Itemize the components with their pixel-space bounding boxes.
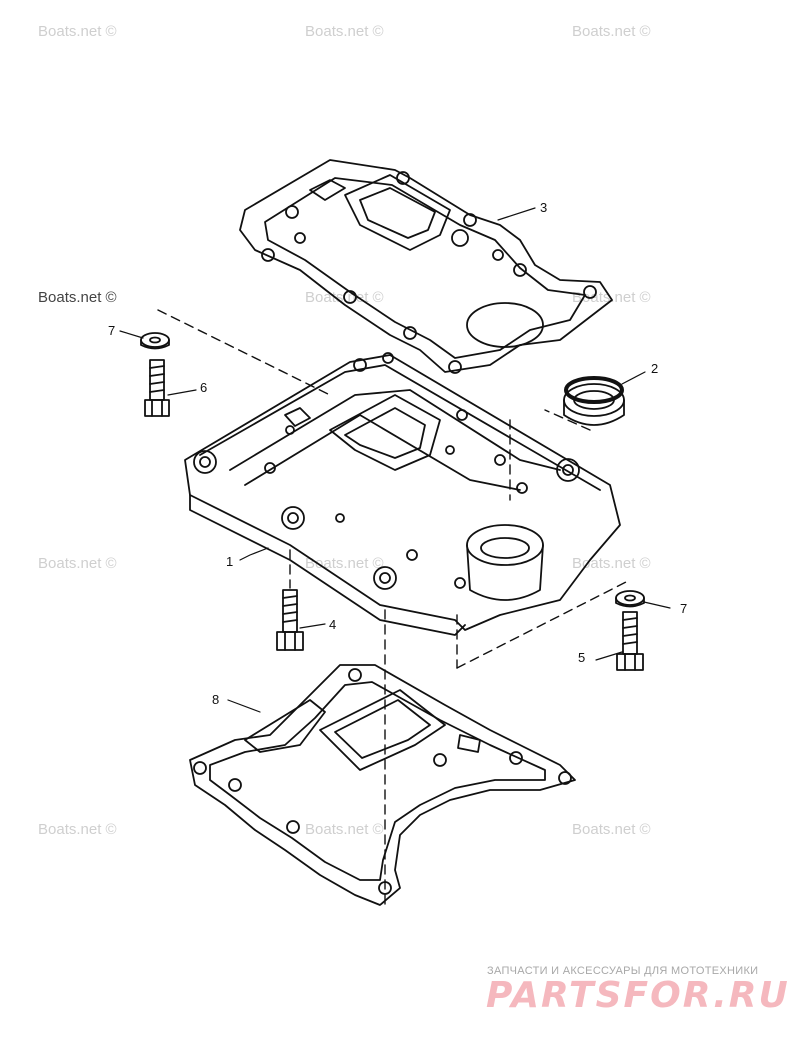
callout-7-right: 7 (680, 601, 687, 616)
watermark-layer: Boats.net © Boats.net © Boats.net © Boat… (38, 23, 651, 838)
watermark: Boats.net © (38, 821, 117, 838)
callout-labels: 1 2 3 4 5 6 7 7 8 (108, 200, 687, 707)
footer-brand-logo: PARTSFOR.RU (486, 975, 790, 1016)
footer-tagline: ЗАПЧАСТИ И АКСЕССУАРЫ ДЛЯ МОТОТЕХНИКИ (487, 965, 759, 977)
bolt-part-4 (276, 589, 304, 651)
callout-3: 3 (540, 200, 547, 215)
adapter-plate-part-1 (184, 352, 621, 636)
watermark: Boats.net © (38, 289, 117, 306)
watermark: Boats.net © (572, 821, 651, 838)
bolt-part-5 (616, 611, 644, 671)
washer-part-7-left (140, 332, 170, 350)
callout-7-left: 7 (108, 323, 115, 338)
washer-part-7-right (615, 590, 645, 608)
watermark: Boats.net © (38, 23, 117, 40)
upper-gasket-part-3 (239, 159, 613, 374)
alignment-lines (157, 309, 631, 911)
callout-4: 4 (329, 617, 336, 632)
callout-8: 8 (212, 692, 219, 707)
callout-1: 1 (226, 554, 233, 569)
watermark: Boats.net © (305, 821, 384, 838)
bolt-part-6 (144, 359, 170, 417)
callout-6: 6 (200, 380, 207, 395)
watermark: Boats.net © (38, 555, 117, 572)
seal-part-2 (563, 376, 625, 426)
watermark: Boats.net © (305, 23, 384, 40)
callout-2: 2 (651, 361, 658, 376)
callout-5: 5 (578, 650, 585, 665)
lower-gasket-part-8 (189, 664, 576, 906)
leader-lines (119, 207, 671, 713)
watermark: Boats.net © (572, 23, 651, 40)
